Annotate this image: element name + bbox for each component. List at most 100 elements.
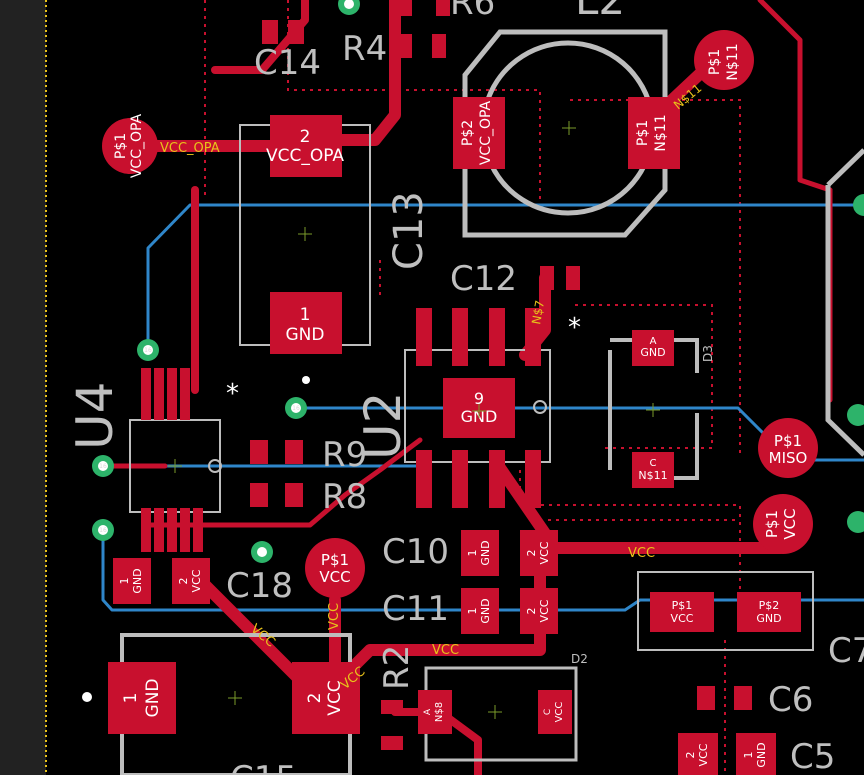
- pad-name: P$1: [321, 551, 349, 569]
- pad-net: GND: [756, 612, 781, 625]
- via-label: 16: [99, 527, 107, 534]
- c18-pad-2[interactable]: 2 VCC: [172, 558, 210, 604]
- net-label-vcc-opa: VCC_OPA: [160, 141, 220, 156]
- pad-net: GND: [640, 346, 665, 359]
- pad-net: VCC: [538, 541, 551, 564]
- l2-pad-1[interactable]: P$1 N$11: [628, 97, 680, 169]
- via: 16: [285, 397, 307, 419]
- pad-number: 2: [300, 127, 311, 147]
- c18-pad-1[interactable]: 1 GND: [113, 558, 151, 604]
- vias: 16 16 16 16: [92, 0, 864, 563]
- testpoint-vcc-right[interactable]: P$1 VCC: [753, 494, 813, 554]
- net-label-n7: N$7: [529, 299, 547, 325]
- net-label-vcc: VCC: [628, 546, 655, 561]
- pad-name: P$2: [759, 599, 780, 612]
- c10-pad-1[interactable]: 1 GND: [461, 530, 499, 576]
- designator-c13: C13: [386, 191, 432, 270]
- pad-number: 2: [177, 578, 190, 585]
- pad-name: P$2: [460, 120, 476, 146]
- pad-name: P$1: [672, 599, 693, 612]
- pad-name: A: [423, 708, 433, 715]
- designator-r8: R8: [322, 477, 367, 517]
- designator-r9: R9: [322, 435, 367, 475]
- pad-name: P$1: [635, 120, 651, 146]
- pad-net: GND: [143, 679, 163, 718]
- pad-number: 1: [466, 608, 479, 615]
- via-label: 16: [144, 347, 152, 354]
- via: [847, 511, 864, 533]
- pad-number: 2: [684, 752, 697, 759]
- d2-pad-a[interactable]: A N$8: [418, 690, 452, 734]
- pad-number: 1: [466, 550, 479, 557]
- pad-number: 2: [305, 693, 325, 704]
- connector-pad-2[interactable]: P$2 GND: [737, 592, 801, 632]
- pad-name: P$1: [113, 133, 129, 159]
- pad-number: 1: [121, 693, 141, 704]
- designator-r2: R2: [377, 645, 417, 690]
- testpoint-n11[interactable]: P$1 N$11: [694, 30, 754, 90]
- c15-pad-1[interactable]: 1 GND: [108, 662, 176, 734]
- via-label: 16: [292, 405, 300, 412]
- c11-pad-2[interactable]: 2 VCC: [520, 588, 558, 634]
- testpoint-miso[interactable]: P$1 MISO: [758, 418, 818, 478]
- c15-pad-2[interactable]: 2 VCC: [292, 662, 360, 734]
- pad-net: VCC: [190, 569, 203, 592]
- pad-net: N$8: [434, 702, 445, 722]
- pad-net: VCC: [538, 599, 551, 622]
- svg-text:*: *: [226, 379, 239, 409]
- pad-number: 2: [525, 608, 538, 615]
- testpoint-vcc-opa[interactable]: P$1 VCC_OPA: [102, 113, 158, 178]
- small-pads: [250, 0, 752, 750]
- c13-pad-1[interactable]: 1 GND: [270, 292, 342, 354]
- c5-pad-1[interactable]: 1 GND: [736, 733, 776, 775]
- pad-net: VCC: [697, 743, 710, 766]
- designator-c15: C15: [230, 759, 297, 775]
- designator-c5: C5: [790, 737, 835, 775]
- c11-pad-1[interactable]: 1 GND: [461, 588, 499, 634]
- via: [338, 0, 360, 15]
- designator-r4: R4: [342, 29, 387, 69]
- pad-net: N$11: [638, 469, 667, 482]
- pad-number: 1: [118, 578, 131, 585]
- d3-pad-a[interactable]: A GND: [632, 330, 674, 366]
- d2-pad-c[interactable]: C VCC: [538, 690, 572, 734]
- net-label-vcc: VCC: [432, 643, 459, 658]
- pad-name: C: [543, 709, 553, 715]
- designator-u2: U2: [354, 392, 412, 460]
- designator-c11: C11: [382, 589, 449, 629]
- connector-pad-1[interactable]: P$1 VCC: [650, 592, 714, 632]
- pad-number: 9: [474, 389, 484, 408]
- via: 16: [92, 455, 114, 477]
- pad-net: N$11: [653, 114, 669, 151]
- designator-c18: C18: [226, 566, 293, 606]
- via: [251, 541, 273, 563]
- designator-r6: R6: [450, 0, 495, 23]
- pad-net: GND: [131, 568, 144, 593]
- c5-pad-2[interactable]: 2 VCC: [678, 733, 718, 775]
- c10-pad-2[interactable]: 2 VCC: [520, 530, 558, 576]
- net-label-vcc: VCC: [327, 603, 342, 630]
- pad-net: VCC_OPA: [478, 100, 494, 165]
- pad-name: P$1: [774, 432, 802, 450]
- silkscreen: [120, 29, 864, 775]
- pad-net: VCC: [554, 702, 565, 723]
- u4-pins: [141, 368, 203, 552]
- pad-net: MISO: [769, 449, 808, 467]
- d3-pad-c[interactable]: C N$11: [632, 452, 674, 488]
- pad-name: P$1: [763, 510, 781, 538]
- pad-net: VCC: [319, 568, 350, 586]
- pad-net: N$11: [725, 43, 741, 80]
- pad-net: GND: [479, 540, 492, 565]
- l2-pad-2[interactable]: P$2 VCC_OPA: [453, 97, 505, 169]
- via: 16: [92, 519, 114, 541]
- designator-d2: D2: [571, 652, 588, 666]
- origin-marks: [168, 121, 660, 719]
- designator-c7: C7: [828, 631, 864, 671]
- c13-pad-2[interactable]: 2 VCC_OPA: [266, 115, 344, 177]
- testpoint-vcc-mid[interactable]: P$1 VCC: [305, 538, 365, 598]
- pad-name: C: [650, 458, 657, 469]
- pad-number: 1: [742, 752, 755, 759]
- via-label: 16: [99, 463, 107, 470]
- pin1-markers: * *: [82, 313, 581, 702]
